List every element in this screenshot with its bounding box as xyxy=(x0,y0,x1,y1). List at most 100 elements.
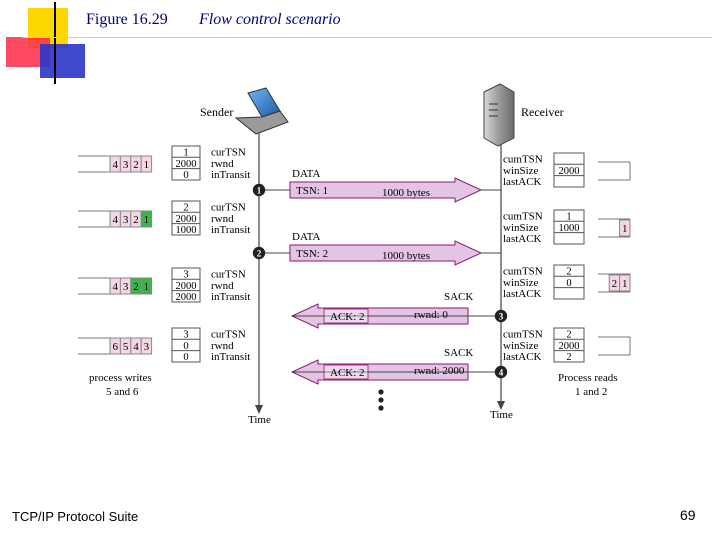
sender-buffer-chunk-number: 1 xyxy=(144,214,150,226)
receiver-state-value: 2000 xyxy=(559,341,580,352)
receiver-var-label: winSize xyxy=(503,340,539,352)
step-marker xyxy=(252,183,266,197)
sender-var-label: curTSN xyxy=(211,147,246,159)
step-marker-number: 3 xyxy=(499,312,504,322)
sender-buffer-chunk-number: 2 xyxy=(133,159,139,171)
sender-state-value: 3 xyxy=(183,330,188,341)
sender-buffer-cell xyxy=(140,210,153,228)
receiver-time-label: Time xyxy=(490,409,513,421)
sender-buffer-chunk-number: 2 xyxy=(133,214,139,226)
sender-var-label: rwnd xyxy=(211,280,234,292)
message-right-field: 1000 bytes xyxy=(382,187,430,199)
message-left-field: TSN: 2 xyxy=(296,248,328,260)
receiver-var-label: cumTSN xyxy=(503,154,543,166)
receiver-state-value: 2 xyxy=(566,330,571,341)
sender-values-box xyxy=(171,267,201,303)
message-right-field: rwnd: 2000 xyxy=(414,365,465,377)
receiver-state-value: 1 xyxy=(566,212,571,223)
sender-var-label: inTransit xyxy=(211,224,250,236)
receiver-var-label: winSize xyxy=(503,277,539,289)
title-rule xyxy=(22,37,712,38)
receiver-var-label: winSize xyxy=(503,222,539,234)
sender-state-value: 2 xyxy=(183,203,188,214)
message-kind-label: DATA xyxy=(292,168,321,180)
sender-state-value: 2000 xyxy=(176,159,197,170)
sender-var-label: curTSN xyxy=(211,202,246,214)
sender-state-value: 3 xyxy=(183,270,188,281)
receiver-var-label: winSize xyxy=(503,165,539,177)
sender-values-box xyxy=(171,327,201,363)
step-marker xyxy=(494,365,508,379)
sender-buffer-chunk-number: 2 xyxy=(133,281,139,293)
sender-buffer-chunk-number: 4 xyxy=(112,159,118,171)
sender-buffer-chunk-number: 6 xyxy=(112,341,118,353)
receiver-state-value: 0 xyxy=(566,278,571,289)
receiver-var-label: cumTSN xyxy=(503,329,543,341)
continuation-dot xyxy=(378,405,384,411)
continuation-dot xyxy=(378,397,384,403)
sender-var-label: inTransit xyxy=(211,169,250,181)
message-kind-label: DATA xyxy=(292,231,321,243)
figure-title: Flow control scenario xyxy=(199,11,341,28)
receiver-state-value: 2 xyxy=(566,267,571,278)
sender-label: Sender xyxy=(200,105,233,119)
corner-vertical-line xyxy=(54,2,56,84)
sender-values-box xyxy=(171,200,201,236)
receiver-timeline-arrowhead xyxy=(497,401,505,410)
sender-state-value: 1 xyxy=(183,148,188,159)
sender-buffer-chunk-number: 5 xyxy=(123,341,129,353)
step-marker-number: 1 xyxy=(257,186,262,196)
receiver-values-box xyxy=(553,264,585,300)
message-right-field: rwnd: 0 xyxy=(414,309,448,321)
step-marker xyxy=(494,309,508,323)
receiver-state-value: 2 xyxy=(566,352,571,363)
page-number: 69 xyxy=(680,507,696,523)
sender-var-label: inTransit xyxy=(211,351,250,363)
sender-buffer-chunk-number: 3 xyxy=(123,281,129,293)
sender-buffer-cell xyxy=(140,337,153,355)
sender-buffer-cell xyxy=(140,277,153,295)
sender-state-value: 1000 xyxy=(176,225,197,236)
receiver-state-value: 1000 xyxy=(559,223,580,234)
receiver-buffer-cell xyxy=(619,219,631,237)
sender-state-value: 2000 xyxy=(176,292,197,303)
corner-blue-square xyxy=(40,44,85,78)
receiver-var-label: lastACK xyxy=(503,351,542,363)
receiver-values-box xyxy=(553,209,585,245)
receiver-var-label: cumTSN xyxy=(503,266,543,278)
sender-var-label: curTSN xyxy=(211,329,246,341)
message-arrow xyxy=(289,240,483,266)
message-kind-label: SACK xyxy=(444,291,473,303)
sender-state-value: 0 xyxy=(183,341,188,352)
sender-var-label: rwnd xyxy=(211,213,234,225)
sender-var-label: inTransit xyxy=(211,291,250,303)
sender-buffer-chunk-number: 4 xyxy=(112,281,118,293)
receiver-label: Receiver xyxy=(521,105,564,119)
sender-values-box xyxy=(171,145,201,181)
receiver-buffer-chunk-number: 1 xyxy=(622,223,628,235)
sender-buffer-chunk-number: 4 xyxy=(112,214,118,226)
sender-buffer-chunk-number: 1 xyxy=(144,281,150,293)
receiver-buffer-chunk-number: 1 xyxy=(622,278,628,290)
sender-state-value: 0 xyxy=(183,352,188,363)
sender-var-label: rwnd xyxy=(211,158,234,170)
sender-state-value: 2000 xyxy=(176,281,197,292)
receiver-var-label: lastACK xyxy=(503,288,542,300)
sender-buffer-chunk-number: 3 xyxy=(123,159,129,171)
receiver-values-box xyxy=(553,327,585,363)
message-left-field: TSN: 1 xyxy=(296,185,328,197)
sender-note-line2: 5 and 6 xyxy=(106,386,139,398)
receiver-var-label: lastACK xyxy=(503,233,542,245)
sender-buffer-chunk-number: 1 xyxy=(144,159,150,171)
sender-buffer-chunk-number: 4 xyxy=(133,341,139,353)
continuation-dot xyxy=(378,389,384,395)
message-arrow xyxy=(289,177,483,203)
message-right-field: 1000 bytes xyxy=(382,250,430,262)
receiver-var-label: lastACK xyxy=(503,176,542,188)
sender-state-value: 0 xyxy=(183,170,188,181)
receiver-note-line1: Process reads xyxy=(558,372,618,384)
receiver-state-value: 2000 xyxy=(559,166,580,177)
laptop-icon xyxy=(234,87,289,135)
